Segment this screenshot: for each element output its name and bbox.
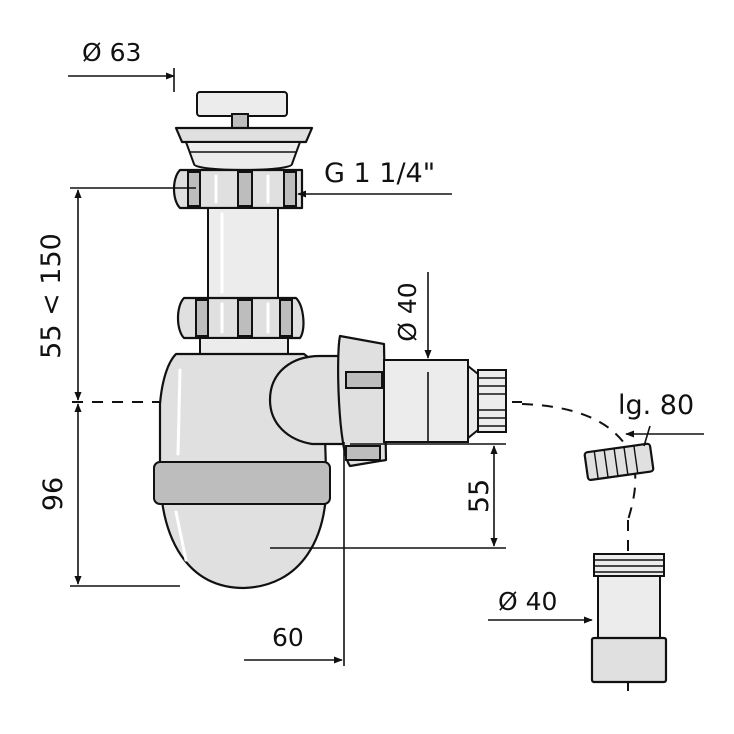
loose-nut-body xyxy=(583,442,655,482)
label-trap-height: 96 xyxy=(38,477,69,511)
upper-nut xyxy=(172,168,304,210)
bowl-nut-band xyxy=(153,461,331,505)
plug-body xyxy=(184,141,302,171)
plug-cap xyxy=(196,91,288,117)
outlet-tube xyxy=(383,359,469,443)
dimension-labels: Ø 63 G 1 1/4" 55 < 150 Ø 40 lg. 80 96 55… xyxy=(36,38,694,652)
label-outlet-height: 55 xyxy=(464,479,495,513)
loose-nut xyxy=(583,442,655,482)
plug-stem xyxy=(231,113,249,129)
adapter-body xyxy=(597,575,661,639)
outlet-elbow xyxy=(268,334,507,468)
vertical-tube xyxy=(207,207,279,299)
label-outlet-length: lg. 80 xyxy=(618,390,694,421)
adapter-base xyxy=(590,636,668,684)
dimension-lines xyxy=(68,68,704,666)
drain-plug xyxy=(174,91,314,171)
tube-body xyxy=(207,207,279,299)
outlet-thread xyxy=(477,369,507,433)
middle-nut xyxy=(176,296,305,355)
flexible-outlet-path xyxy=(521,403,637,521)
plug-flange xyxy=(174,126,314,144)
label-thread: G 1 1/4" xyxy=(324,158,435,189)
label-height-range: 55 < 150 xyxy=(36,233,67,359)
label-offset: 60 xyxy=(272,623,304,652)
outlet-nut xyxy=(337,334,388,468)
label-plug-diameter: Ø 63 xyxy=(82,38,141,67)
label-adapter-diameter: Ø 40 xyxy=(498,587,557,616)
adapter xyxy=(590,553,668,684)
label-outlet-diameter: Ø 40 xyxy=(393,282,422,341)
